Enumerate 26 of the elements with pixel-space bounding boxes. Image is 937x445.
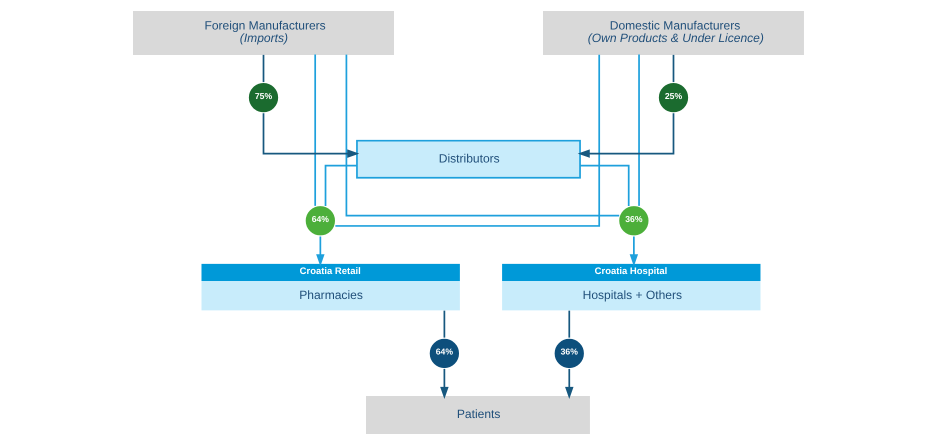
arrow	[578, 113, 674, 158]
arrow	[630, 236, 638, 266]
connector	[262, 54, 264, 82]
arrow	[316, 236, 325, 266]
node-box: Domestic Manufacturers (Own Products & Under Licence)	[543, 11, 804, 55]
connector	[324, 164, 357, 206]
node-circle: 64%	[304, 204, 337, 238]
connector	[335, 54, 600, 227]
node-circle: 75%	[247, 81, 280, 114]
node-circle: 64%	[428, 337, 461, 370]
connector	[346, 54, 620, 216]
node-box: Distributors	[356, 140, 581, 179]
connector	[672, 54, 674, 82]
connector	[568, 310, 570, 338]
node-circle: 25%	[657, 81, 690, 114]
node-box: Patients	[366, 396, 590, 434]
connector	[638, 54, 640, 206]
arrow	[440, 368, 449, 399]
node-box: Foreign Manufacturers (Imports)	[133, 11, 394, 55]
node-circle: 36%	[618, 204, 650, 238]
arrow	[565, 368, 574, 399]
connector	[444, 310, 446, 338]
connector	[314, 54, 316, 206]
arrow	[262, 113, 360, 158]
connector	[580, 164, 630, 206]
node-circle: 36%	[552, 337, 586, 370]
